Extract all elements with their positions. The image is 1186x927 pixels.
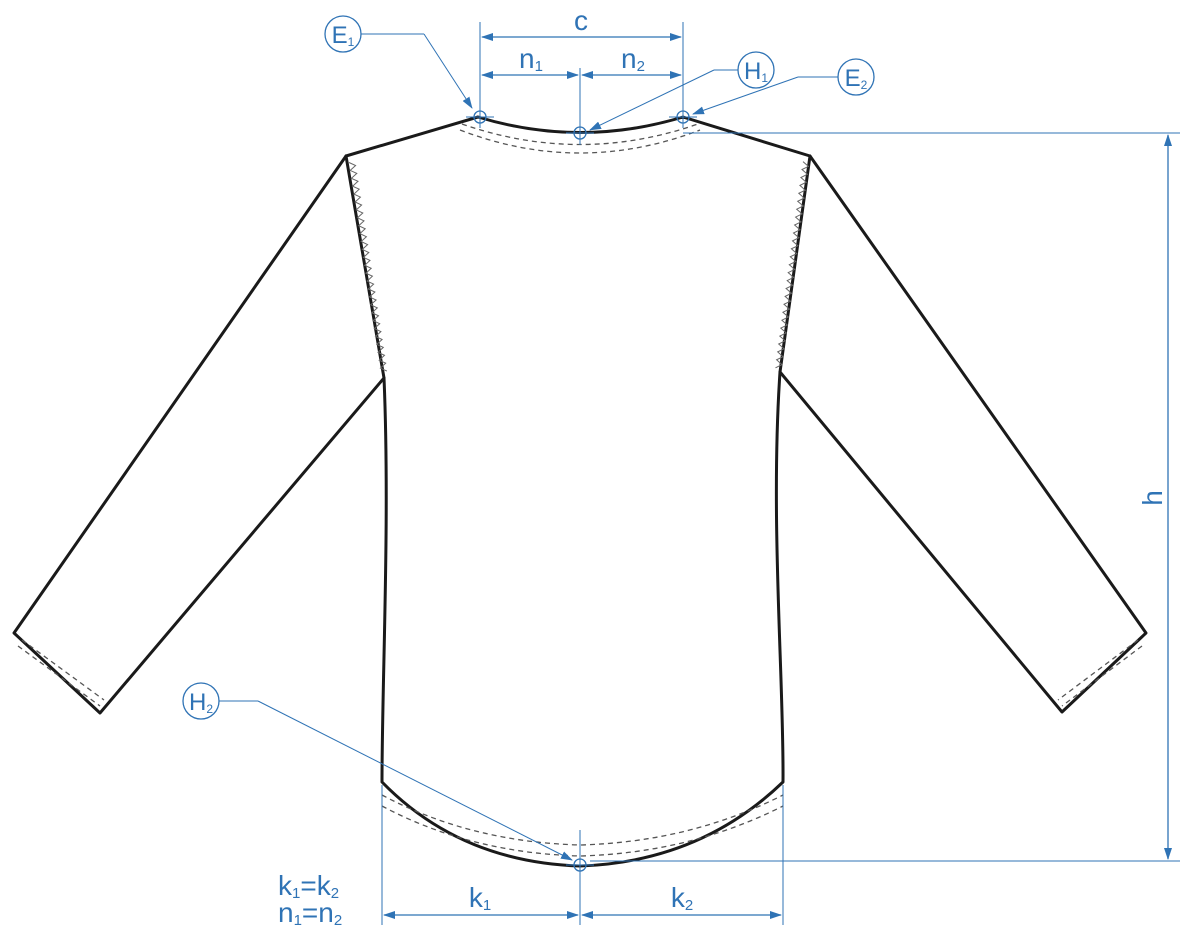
shirt-body-outline	[344, 115, 812, 868]
equation-n1-equals-n2: n1=n2	[278, 897, 342, 927]
left-cuff-stitch-1	[21, 639, 105, 701]
hem-stitch-upper	[381, 794, 784, 846]
stitching	[17, 123, 1143, 857]
svg-text:E2: E2	[845, 65, 868, 92]
svg-text:H2: H2	[189, 689, 213, 716]
point-label-e2: E2	[837, 58, 875, 96]
leader-h1-diag	[589, 69, 715, 131]
point-label-e1: E1	[324, 15, 362, 53]
svg-text:E1: E1	[332, 22, 355, 49]
point-label-h1: H1	[737, 51, 775, 89]
reference-points	[466, 110, 697, 872]
right-cuff-stitch-2	[1061, 645, 1143, 707]
right-sleeve-outline	[778, 154, 1148, 714]
leader-e2-diag	[692, 76, 799, 115]
shirt-outline	[12, 115, 1148, 868]
point-marker-h1	[566, 126, 594, 140]
hem-stitch-lower	[381, 805, 784, 857]
neckline-stitch-inner	[459, 129, 701, 154]
leader-h2-diag	[257, 700, 573, 861]
leader-e1-diag	[423, 33, 473, 109]
point-marker-e1	[466, 110, 494, 124]
right-armhole-overlock	[775, 161, 810, 369]
dimension-label-k1: k1	[469, 882, 491, 914]
dimension-label-n1: n1	[519, 43, 543, 75]
leader-lines	[218, 33, 838, 861]
right-cuff-stitch-1	[1057, 639, 1139, 701]
point-marker-e2	[669, 110, 697, 124]
dimension-label-k2: k2	[671, 882, 693, 914]
dimension-label-c: c	[574, 5, 588, 36]
point-marker-h2	[566, 858, 594, 872]
svg-text:H1: H1	[744, 58, 768, 85]
left-sleeve-outline	[12, 154, 386, 715]
dimension-label-n2: n2	[621, 43, 645, 75]
equation-k1-equals-k2: k1=k2	[278, 870, 339, 902]
left-armhole-overlock	[348, 162, 388, 372]
point-label-h2: H2	[182, 682, 220, 720]
dimension-label-h: h	[1137, 490, 1168, 506]
left-cuff-stitch-2	[17, 645, 101, 707]
dimension-lines	[381, 22, 1180, 925]
